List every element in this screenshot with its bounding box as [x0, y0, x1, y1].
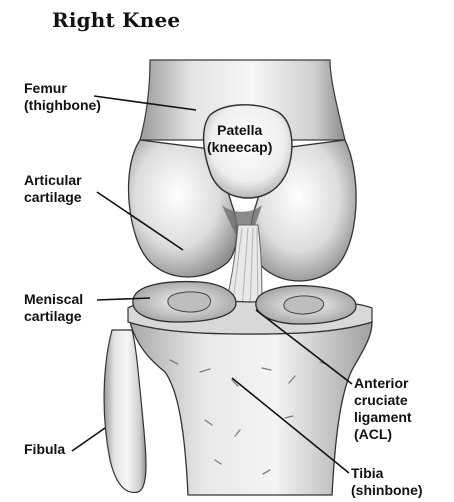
acl-label-line3: ligament [354, 409, 412, 426]
fibula-label: Fibula [24, 441, 65, 458]
femur-label: Femur (thighbone) [24, 80, 101, 114]
patella-label-line2: (kneecap) [207, 139, 272, 156]
acl-label-line2: cruciate [354, 392, 412, 409]
patella-label-line1: Patella [207, 122, 272, 139]
tibia-bone [130, 322, 372, 495]
tibia-label-line1: Tibia [351, 465, 423, 482]
fibula-leader [72, 428, 105, 451]
articular-label: Articular cartilage [24, 172, 82, 206]
tibia-label: Tibia (shinbone) [351, 465, 423, 499]
fibula-bone [104, 330, 146, 493]
articular-label-line2: cartilage [24, 189, 82, 206]
articular-label-line1: Articular [24, 172, 82, 189]
tibia-label-line2: (shinbone) [351, 482, 423, 499]
meniscal-label-line2: cartilage [24, 308, 83, 325]
patella-label: Patella (kneecap) [207, 122, 272, 156]
acl-label-line1: Anterior [354, 375, 412, 392]
meniscal-label-line1: Meniscal [24, 291, 83, 308]
acl-label: Anterior cruciate ligament (ACL) [354, 375, 412, 443]
acl-label-line4: (ACL) [354, 426, 412, 443]
femur-label-line2: (thighbone) [24, 97, 101, 114]
femur-label-line1: Femur [24, 80, 101, 97]
meniscal-label: Meniscal cartilage [24, 291, 83, 325]
fibula-label-line1: Fibula [24, 441, 65, 458]
